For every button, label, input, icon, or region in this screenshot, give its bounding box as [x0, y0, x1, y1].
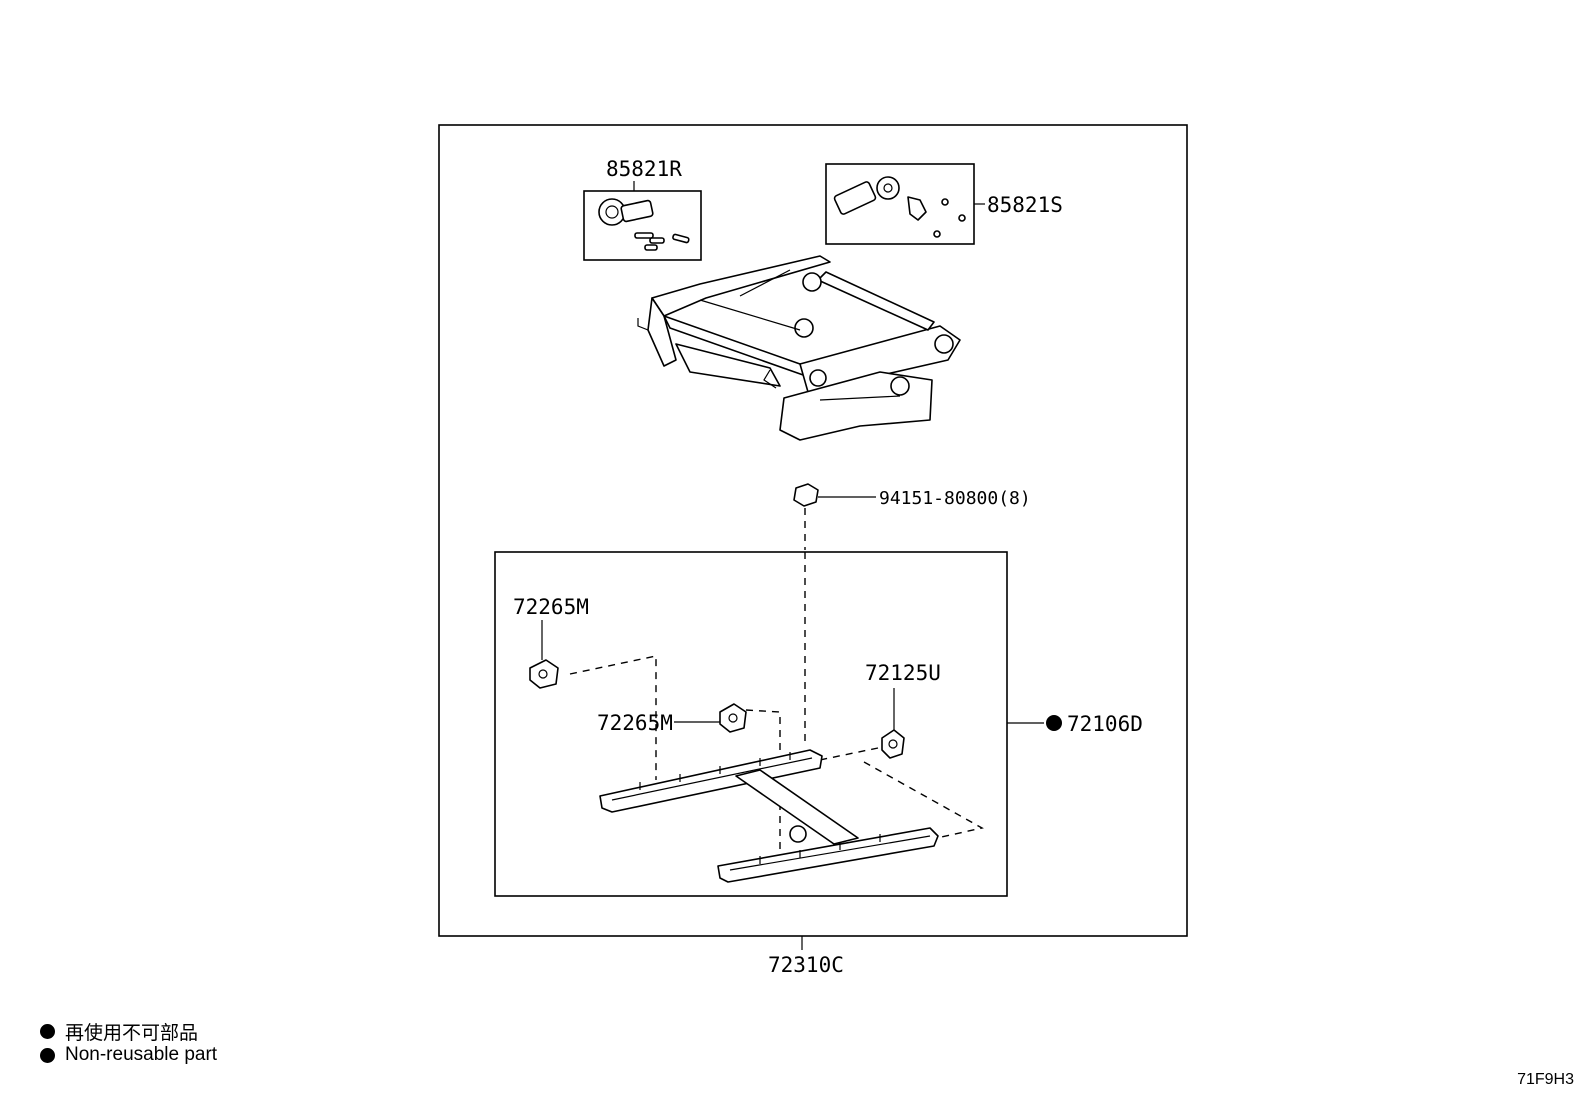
label-bracket-2: 72265M [597, 711, 673, 735]
adjuster-group: 72106D 72265M 72265M 72125U [494, 551, 1143, 897]
legend-dot-icon [40, 1047, 55, 1063]
adjuster-box [494, 551, 1008, 897]
label-adjuster: 72106D [1067, 712, 1143, 736]
label-motor-r: 85821R [606, 157, 682, 181]
seat-frame-illustration [637, 255, 961, 441]
bracket-3-illustration [881, 729, 905, 759]
legend-japanese: 再使用不可部品 [65, 1023, 199, 1044]
nut-illustration [793, 483, 819, 507]
label-frame: 72310C [768, 953, 844, 977]
seat-track-illustration [599, 749, 939, 883]
bracket-1-illustration [529, 659, 559, 689]
motor-r-box [583, 190, 702, 261]
label-bracket-1: 72265M [513, 595, 589, 619]
label-bracket-3: 72125U [865, 661, 941, 685]
legend-japanese-row: 再使用不可部品 [40, 1018, 198, 1045]
motor-s-group: 85821S [825, 163, 1063, 245]
motor-r-group: 85821R [583, 157, 702, 261]
bracket-2-illustration [719, 703, 747, 733]
motor-s-illustration [833, 176, 966, 238]
label-motor-s: 85821S [987, 193, 1063, 217]
legend-english-row: Non-reusable part [40, 1044, 217, 1066]
assembly-frame-box [438, 124, 1188, 937]
legend-english: Non-reusable part [65, 1044, 218, 1065]
non-reusable-marker [1046, 715, 1062, 731]
figure-code: 71F9H3 [1517, 1071, 1574, 1088]
motor-r-illustration [598, 198, 690, 251]
nut-group: 94151-80800(8) [793, 483, 1031, 550]
legend-dot-icon [40, 1024, 55, 1039]
label-nut: 94151-80800(8) [879, 488, 1031, 509]
